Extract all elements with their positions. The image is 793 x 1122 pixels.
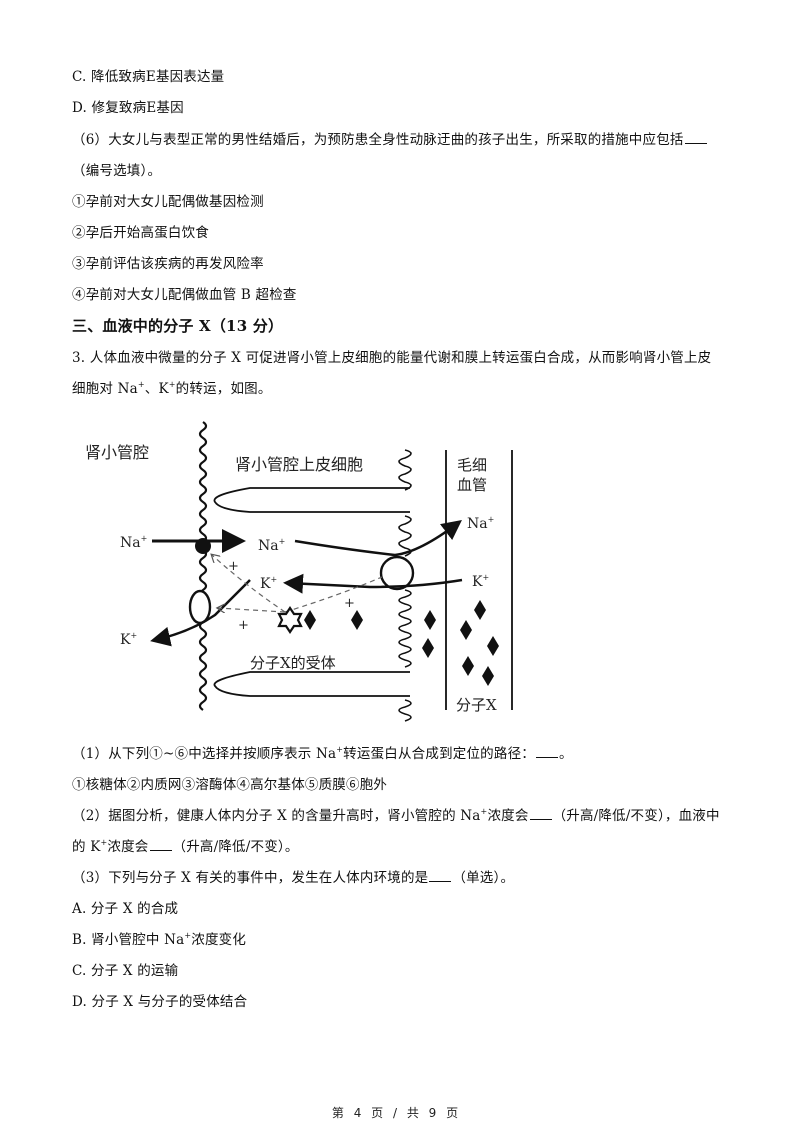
- label-na-lumen: Na+: [120, 534, 147, 551]
- label-molecule-x: 分子X: [456, 696, 497, 714]
- text: 浓度变化: [191, 932, 247, 948]
- section-title: 三、血液中的分子 X（13 分）: [72, 317, 284, 335]
- sup: +: [480, 807, 488, 816]
- basolateral-membrane-top: [398, 449, 412, 491]
- molecule-x-icon: [460, 620, 472, 640]
- text: （1）从下列①~⑥中选择并按顺序表示 Na: [72, 746, 337, 762]
- cell-junction-bottom: [213, 671, 410, 697]
- text: 浓度会: [107, 839, 149, 855]
- label-receptor: 分子X的受体: [250, 654, 336, 672]
- plus-sign: +: [344, 596, 355, 611]
- label-na-cell: Na+: [258, 537, 285, 554]
- text: （单选）。: [452, 870, 515, 886]
- text: 。: [558, 746, 573, 762]
- apical-membrane: [198, 421, 208, 711]
- q3-stem: （3）下列与分子 X 有关的事件中，发生在人体内环境的是 （单选）。: [72, 869, 514, 887]
- receptor-icon: [277, 606, 303, 634]
- basolateral-membrane-mid: [398, 515, 412, 557]
- q6-choice-3: ③孕前评估该疾病的再发风险率: [72, 256, 264, 272]
- kidney-tubule-diagram: 肾小管腔 肾小管腔上皮细胞 毛细 血管 Na+ Na+ Na+ K+ K+ K+…: [85, 421, 513, 722]
- page-footer: 第 4 页 / 共 9 页: [331, 1106, 462, 1120]
- label-k-lumen: K+: [120, 631, 137, 648]
- basolateral-membrane-bottom: [398, 699, 412, 722]
- answer-blank[interactable]: [529, 807, 552, 820]
- q1-options: ①核糖体②内质网③溶酶体④高尔基体⑤质膜⑥胞外: [72, 777, 388, 793]
- q2-line2: 的 K+浓度会 （升高/降低/不变）。: [72, 838, 299, 856]
- text: B. 肾小管腔中 Na: [72, 932, 185, 948]
- text: 的转运，如图。: [175, 381, 272, 397]
- q6-stem: （6）大女儿与表型正常的男性结婚后，为预防患全身性动脉迂曲的孩子出生，所采取的措…: [72, 131, 708, 149]
- cell-junction-top: [213, 487, 410, 513]
- text: 、K: [144, 381, 169, 397]
- text: （升高/降低/不变）。: [172, 839, 299, 855]
- sup: +: [137, 380, 145, 389]
- k-influx-arrow: [283, 573, 463, 594]
- q3-option-b: B. 肾小管腔中 Na+浓度变化: [72, 931, 246, 949]
- option-d: D. 修复致病E基因: [72, 100, 184, 116]
- sup: +: [184, 931, 192, 940]
- option-c: C. 降低致病E基因表达量: [72, 69, 225, 85]
- label-na-capillary: Na+: [467, 515, 494, 532]
- text: （升高/降低/不变），血液中: [552, 808, 720, 824]
- k-channel: [188, 589, 212, 625]
- q3-intro-line1: 3. 人体血液中微量的分子 X 可促进肾小管上皮细胞的能量代谢和膜上转运蛋白合成…: [72, 350, 712, 366]
- q3-option-a: A. 分子 X 的合成: [72, 901, 179, 917]
- regulation-arrow-na-channel: [212, 555, 286, 613]
- regulation-arrow-k-channel: [218, 608, 286, 612]
- molecule-x-icon: [351, 610, 363, 630]
- molecule-x-icon: [487, 636, 499, 656]
- regulation-arrow-pump: [284, 576, 383, 613]
- text: 转运蛋白从合成到定位的路径：: [343, 746, 535, 762]
- q6-stem-cont: （编号选填）。: [72, 163, 162, 179]
- label-k-capillary: K+: [472, 573, 489, 590]
- sup: +: [336, 745, 344, 754]
- k-efflux-arrow: [150, 579, 251, 647]
- plus-sign: +: [238, 618, 249, 633]
- q3-option-d: D. 分子 X 与分子的受体结合: [72, 994, 248, 1010]
- label-capillary-1: 毛细: [457, 456, 487, 474]
- label-k-cell: K+: [260, 575, 277, 592]
- answer-blank[interactable]: [535, 745, 558, 758]
- q3-option-c: C. 分子 X 的运输: [72, 963, 179, 979]
- answer-blank[interactable]: [684, 131, 707, 144]
- label-epithelial: 肾小管腔上皮细胞: [235, 455, 363, 474]
- molecule-x-icon: [424, 610, 436, 630]
- text: 的 K: [72, 839, 101, 855]
- text: 浓度会: [487, 808, 529, 824]
- molecule-x-bound: [304, 610, 316, 630]
- answer-blank[interactable]: [429, 869, 452, 882]
- molecule-x-icon: [422, 638, 434, 658]
- q6-choice-2: ②孕后开始高蛋白饮食: [72, 225, 209, 241]
- text: （2）据图分析，健康人体内分子 X 的含量升高时，肾小管腔的 Na: [72, 808, 481, 824]
- q6-choice-4: ④孕前对大女儿配偶做血管 B 超检查: [72, 287, 297, 303]
- text: 细胞对 Na: [72, 381, 138, 397]
- q6-choice-1: ①孕前对大女儿配偶做基因检测: [72, 194, 264, 210]
- plus-sign: +: [228, 559, 239, 574]
- na-channel: [195, 538, 211, 554]
- q1-stem: （1）从下列①~⑥中选择并按顺序表示 Na+转运蛋白从合成到定位的路径： 。: [72, 745, 573, 763]
- label-lumen: 肾小管腔: [85, 443, 149, 462]
- molecule-x-icon: [462, 656, 474, 676]
- q6-stem-text: （6）大女儿与表型正常的男性结婚后，为预防患全身性动脉迂曲的孩子出生，所采取的措…: [72, 132, 684, 148]
- molecule-x-icon: [482, 666, 494, 686]
- na-efflux-arrow: [294, 519, 462, 557]
- na-k-pump: [379, 555, 415, 591]
- text: （3）下列与分子 X 有关的事件中，发生在人体内环境的是: [72, 870, 429, 886]
- answer-blank[interactable]: [149, 838, 172, 851]
- sup: +: [168, 380, 176, 389]
- label-capillary-2: 血管: [457, 476, 487, 494]
- basolateral-membrane-low: [398, 589, 412, 668]
- molecule-x-icon: [474, 600, 486, 620]
- q3-intro-line2: 细胞对 Na+、K+的转运，如图。: [72, 380, 272, 398]
- sup: +: [100, 838, 108, 847]
- q2-line1: （2）据图分析，健康人体内分子 X 的含量升高时，肾小管腔的 Na+浓度会 （升高…: [72, 807, 720, 825]
